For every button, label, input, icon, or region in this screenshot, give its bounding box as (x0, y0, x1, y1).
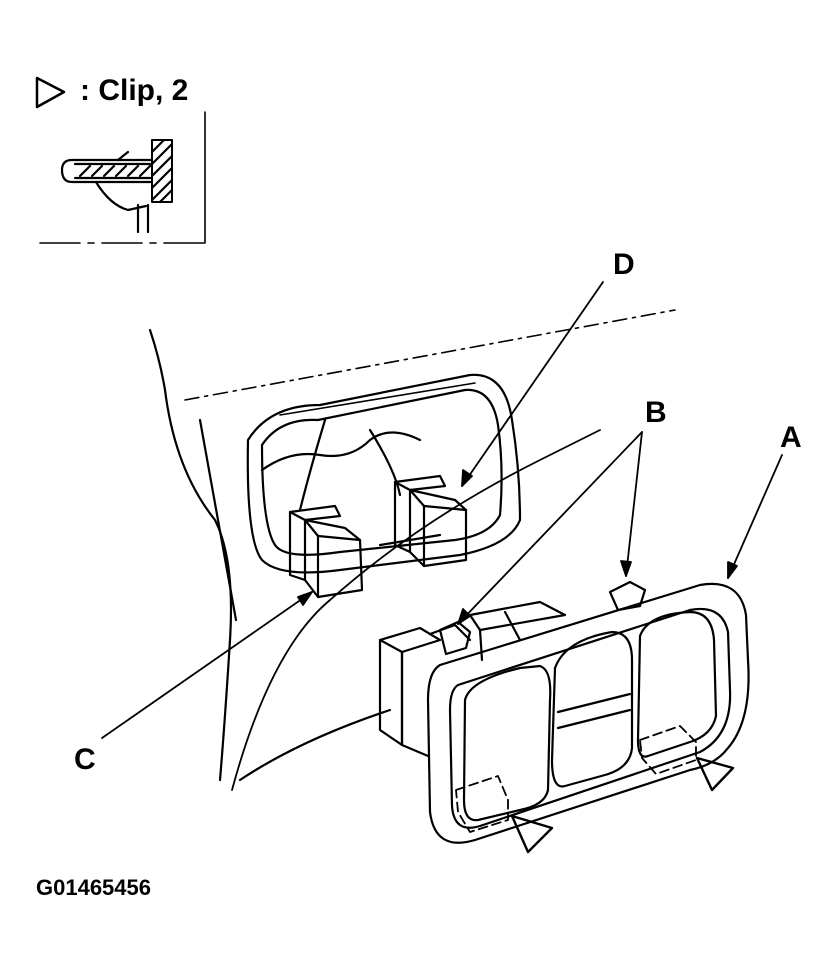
connector-c (288, 504, 364, 599)
callout-c: C (74, 743, 96, 776)
leader-b-2 (625, 431, 643, 577)
connector-d (393, 474, 468, 568)
leader-c (101, 591, 313, 739)
leader-lines (101, 281, 783, 739)
clip-triangle-icon (35, 76, 66, 109)
callout-d: D (613, 248, 635, 281)
switch-assembly-a (378, 580, 750, 844)
clip-detail-inset (60, 138, 174, 234)
leader-a-arrowhead (727, 561, 738, 579)
leader-b-2-arrowhead (620, 560, 632, 577)
leader-a (727, 454, 783, 579)
leader-b-1 (457, 431, 643, 625)
leader-b-1-arrowhead (457, 608, 471, 625)
callout-a: A (780, 421, 802, 454)
dash-panel (148, 309, 676, 791)
figure-id: G01465456 (36, 875, 151, 900)
leader-d (461, 281, 604, 487)
leader-d-arrowhead (461, 469, 473, 487)
legend-label: : Clip, 2 (80, 74, 189, 107)
clip-arrow-right-icon (695, 756, 735, 792)
switch-opening (246, 373, 522, 574)
leader-c-arrowhead (297, 591, 313, 606)
inset-frame (39, 111, 206, 244)
callout-b: B (645, 396, 667, 429)
clip-arrow-left-icon (510, 814, 554, 854)
